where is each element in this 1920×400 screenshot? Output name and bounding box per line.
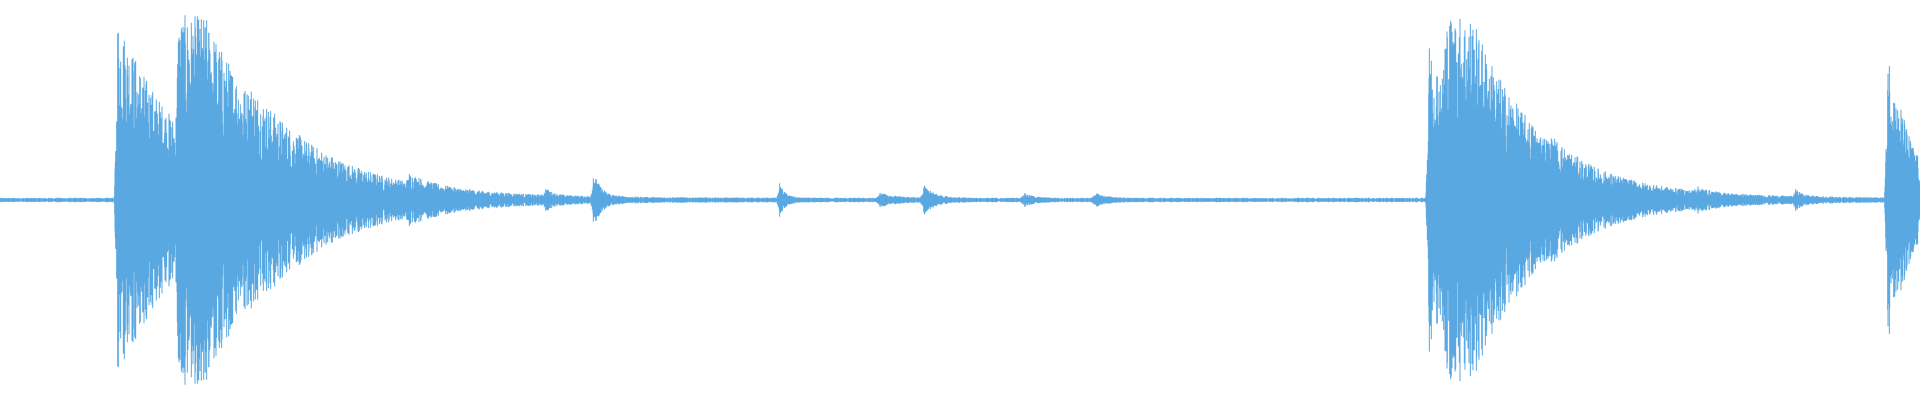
waveform-trace	[0, 15, 1920, 385]
